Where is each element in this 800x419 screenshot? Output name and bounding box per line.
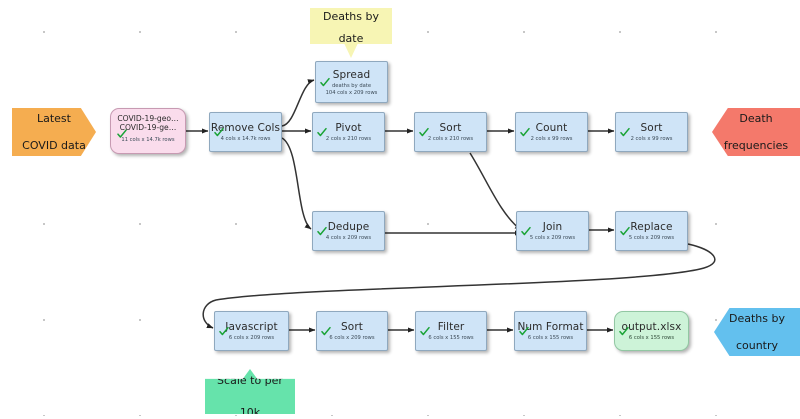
edge-sort-1-to-join [469, 152, 522, 231]
node-filter[interactable]: Filter 6 cols x 155 rows [415, 311, 487, 351]
node-title: Num Format [517, 321, 584, 334]
banner-line-2: 10k [239, 405, 261, 419]
edge-remove-cols-to-spread [281, 79, 315, 127]
node-title: Pivot [335, 122, 362, 135]
banner-line-1: Death [739, 111, 773, 125]
node-stats: 4 cols x 14.7k rows [220, 136, 271, 143]
check-icon [619, 326, 629, 337]
node-title: Count [535, 122, 568, 135]
check-icon [521, 226, 531, 237]
banner-line-2: COVID data [22, 138, 86, 152]
banner-line-2: country [735, 338, 779, 352]
node-stats: 4 cols x 209 rows [325, 235, 372, 242]
node-title: Sort [640, 122, 663, 135]
node-output-xlsx[interactable]: output.xlsx 6 cols x 155 rows [614, 311, 689, 351]
node-stats: 2 cols x 210 rows [325, 136, 372, 143]
banner-death-frequencies-text: Death frequencies [716, 112, 796, 153]
check-icon [419, 127, 429, 138]
node-sort-3[interactable]: Sort 6 cols x 209 rows [316, 311, 388, 351]
banner-line-1: Deaths by [323, 10, 379, 24]
node-stats: 5 cols x 209 rows [628, 235, 675, 242]
node-stats: 11 cols x 14.7k rows [121, 136, 175, 143]
node-title: Filter [437, 321, 465, 334]
node-sort-2[interactable]: Sort 2 cols x 99 rows [615, 112, 688, 152]
banner-line-2: frequencies [723, 138, 789, 152]
banner-scale-to-per-10k[interactable]: Scale to per 10k [205, 369, 295, 414]
check-icon [317, 226, 327, 237]
check-icon [321, 326, 331, 337]
node-sort-1[interactable]: Sort 2 cols x 210 rows [414, 112, 487, 152]
check-icon [620, 226, 630, 237]
node-stats: 2 cols x 210 rows [427, 136, 474, 143]
node-title: output.xlsx [621, 321, 682, 334]
node-pivot[interactable]: Pivot 2 cols x 210 rows [312, 112, 385, 152]
input-file-label-1: COVID-19-geo… [117, 114, 179, 123]
check-icon [320, 77, 330, 88]
node-stats: 6 cols x 209 rows [329, 335, 375, 342]
banner-deaths-by-date-text: Deaths by date [315, 10, 387, 46]
node-remove-cols[interactable]: Remove Cols 4 cols x 14.7k rows [209, 112, 282, 152]
banner-line-1: Deaths by [729, 311, 785, 325]
node-javascript[interactable]: Javascript 6 cols x 209 rows [214, 311, 289, 351]
node-title: Sort [341, 321, 363, 334]
banner-deaths-by-date[interactable]: Deaths by date [310, 8, 392, 58]
node-stats: 6 cols x 155 rows [428, 335, 474, 342]
node-title: Sort [439, 122, 462, 135]
check-icon [317, 127, 327, 138]
check-icon [520, 127, 530, 138]
node-stats-label: deaths by date [331, 83, 372, 90]
node-dedupe[interactable]: Dedupe 4 cols x 209 rows [312, 211, 385, 251]
node-stats: 6 cols x 155 rows [628, 335, 675, 342]
node-covid-19-geo[interactable]: COVID-19-geo… COVID-19-ge… 11 cols x 14.… [110, 108, 186, 154]
banner-latest-covid-data-text: Latest COVID data [14, 112, 94, 153]
node-title: Dedupe [327, 221, 370, 234]
node-replace[interactable]: Replace 5 cols x 209 rows [615, 211, 688, 251]
banner-line-2: date [338, 32, 364, 46]
node-title: Replace [630, 221, 673, 234]
node-title: Join [542, 221, 563, 234]
node-stats: 6 cols x 155 rows [527, 335, 574, 342]
input-file-label-2: COVID-19-ge… [119, 123, 177, 133]
check-icon [519, 326, 529, 337]
banner-scale-to-per-10k-text: Scale to per 10k [209, 369, 291, 419]
check-icon [117, 129, 127, 139]
node-title: Javascript [225, 321, 278, 334]
node-spread[interactable]: Spread deaths by date 104 cols x 209 row… [315, 61, 388, 103]
node-stats: 2 cols x 99 rows [530, 136, 573, 143]
node-stats: 2 cols x 99 rows [630, 136, 673, 143]
node-num-format[interactable]: Num Format 6 cols x 155 rows [514, 311, 587, 351]
check-icon [219, 326, 229, 337]
node-title: Remove Cols [210, 122, 281, 135]
node-stats: 6 cols x 209 rows [228, 335, 275, 342]
node-join[interactable]: Join 5 cols x 209 rows [516, 211, 589, 251]
banner-deaths-by-country-text: Deaths by country [721, 312, 793, 353]
banner-deaths-by-country[interactable]: Deaths by country [714, 308, 800, 356]
check-icon [620, 127, 630, 138]
node-count[interactable]: Count 2 cols x 99 rows [515, 112, 588, 152]
node-stats: 5 cols x 209 rows [529, 235, 576, 242]
node-title: Spread [332, 69, 371, 82]
check-icon [420, 326, 430, 337]
banner-death-frequencies[interactable]: Death frequencies [712, 108, 800, 156]
check-icon [214, 127, 224, 138]
banner-line-1: Scale to per [217, 373, 283, 387]
banner-line-1: Latest [36, 111, 71, 125]
node-stats: 104 cols x 209 rows [325, 89, 378, 96]
banner-latest-covid-data[interactable]: Latest COVID data [12, 108, 96, 156]
edge-remove-cols-to-dedupe [281, 137, 312, 230]
